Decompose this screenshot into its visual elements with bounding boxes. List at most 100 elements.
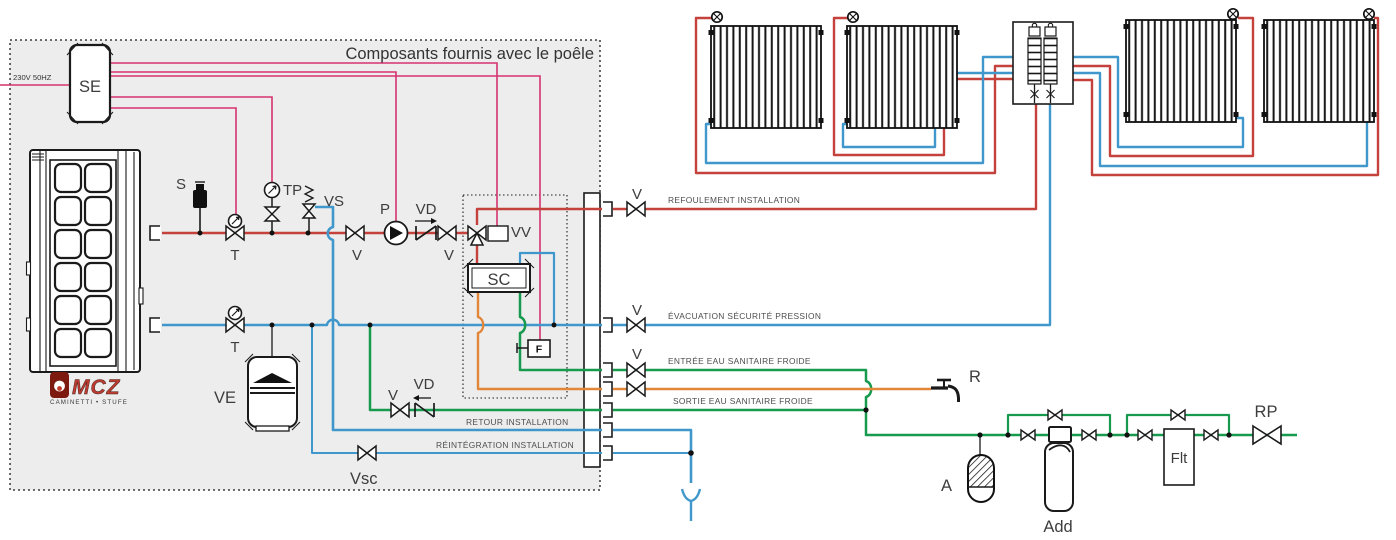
pipe-label-reintegration: RÉINTÉGRATION INSTALLATION <box>436 440 574 450</box>
pipe-sortie-sanitaire <box>368 327 866 412</box>
radiator-4 <box>1260 19 1378 123</box>
additive-dispenser-icon <box>1044 426 1074 512</box>
label-vv: VV <box>511 224 531 241</box>
wire-to-t-gauge <box>110 107 237 216</box>
return-line-components <box>225 305 377 462</box>
pipe-entree-sanitaire <box>518 292 1297 437</box>
label-sc: SC <box>488 271 511 289</box>
power-label: 230V 50HZ <box>13 73 52 82</box>
manifold-bar-supply <box>1027 37 1042 85</box>
supply-thermometer-icon <box>225 213 245 242</box>
bypass-valve-icon <box>1170 408 1186 422</box>
entree-valve-icon <box>626 361 646 379</box>
pressure-reducer-icon <box>1252 424 1282 446</box>
air-vent-icon <box>193 181 207 233</box>
pipe-rad1-supply <box>694 16 1013 175</box>
pipe-label-refoulement: REFOULEMENT INSTALLATION <box>668 195 800 205</box>
sanitary-line-components <box>390 395 435 419</box>
valve-icon <box>1203 428 1219 442</box>
shutoff-valve-icon <box>437 224 457 242</box>
label-v-supply-2: V <box>444 247 454 264</box>
radiator-1 <box>707 25 825 129</box>
radiator-1-valve-icon <box>710 10 724 24</box>
drain-funnel <box>680 488 702 521</box>
flow-switch <box>516 339 551 358</box>
shutoff-valve-icon <box>345 224 365 242</box>
dhw-valve-icon <box>626 380 646 398</box>
pipe-retour-drain <box>315 205 693 483</box>
label-flt: Flt <box>1171 450 1188 467</box>
stove-tile-grid <box>53 162 113 359</box>
label-v-evacuation: V <box>632 302 642 319</box>
vsc-valve-icon <box>357 444 377 462</box>
valve-icon <box>1081 428 1097 442</box>
plate-exchanger <box>463 258 535 298</box>
expansion-vessel-icon <box>244 325 301 432</box>
pipe-label-entree: ENTRÉE EAU SANITAIRE FROIDE <box>668 356 811 366</box>
evacuation-valve-icon <box>626 316 646 334</box>
return-thermometer-icon <box>225 305 245 334</box>
bypass-valve-icon <box>1047 408 1063 422</box>
junction-dots <box>197 230 1232 456</box>
label-s: S <box>176 176 186 193</box>
se-control-unit: SE <box>66 42 114 125</box>
mcz-tagline: CAMINETTI • STUFE <box>50 399 128 406</box>
valve-icon <box>1020 428 1036 442</box>
pipe-rad4-supply <box>1073 16 1380 177</box>
stub-brackets <box>149 201 613 461</box>
sc-kit-dotted-box <box>462 194 568 399</box>
pump-icon <box>383 220 409 246</box>
se-label: SE <box>79 78 101 96</box>
label-vs: VS <box>324 193 344 210</box>
radiator-2-valve-icon <box>846 10 860 24</box>
label-add: Add <box>1043 518 1072 536</box>
three-way-valve-icon <box>467 224 509 246</box>
label-a: A <box>941 477 952 495</box>
labels: Composants fournis avec le poêle 230V 50… <box>13 45 1277 536</box>
check-valve-icon <box>415 218 437 241</box>
wall-connection-strip <box>583 192 601 468</box>
label-v-entree: V <box>632 346 642 363</box>
piping <box>162 16 1380 521</box>
pipe-rad3-return <box>1073 55 1245 149</box>
label-p: P <box>380 201 390 218</box>
refoulement-valve-icon <box>626 200 646 218</box>
mcz-wordmark: MCZ <box>72 376 121 399</box>
pipe-label-sortie: SORTIE EAU SANITAIRE FROIDE <box>673 396 813 406</box>
mains-water-assembly <box>967 408 1282 512</box>
pipe-label-retour: RETOUR INSTALLATION <box>466 417 569 427</box>
label-t-supply: T <box>230 247 239 264</box>
panel-title: Composants fournis avec le poêle <box>345 45 594 63</box>
label-vsc: Vsc <box>350 470 378 488</box>
radiator-4-valve-icon <box>1362 7 1376 21</box>
label-tp: TP <box>283 182 302 199</box>
tap-icon <box>931 378 960 402</box>
label-v-supply-1: V <box>352 247 362 264</box>
label-ve: VE <box>214 389 236 407</box>
wire-to-vv-motor <box>110 62 498 226</box>
pipe-dhw-to-tap <box>476 292 931 391</box>
manifold-bar-return <box>1043 37 1058 85</box>
pipe-rad4-return <box>1073 71 1369 168</box>
label-f: F <box>536 344 543 356</box>
radiator-3-valve-icon <box>1226 7 1240 21</box>
wire-to-pump <box>110 71 397 221</box>
valve-icon <box>1137 428 1153 442</box>
label-v-sanitary: V <box>388 387 398 404</box>
label-v-refoulement: V <box>632 186 642 203</box>
pipe-rad1-return <box>704 55 1013 165</box>
wall-connections <box>149 200 646 461</box>
pipe-sc-secondary-return <box>518 251 556 325</box>
label-vd-supply: VD <box>416 201 437 218</box>
wire-to-tp-gauge <box>110 96 273 183</box>
pipe-refoulement <box>475 100 1038 225</box>
label-t-return: T <box>230 339 239 356</box>
check-valve-icon <box>413 395 435 418</box>
filter-icon <box>1163 428 1195 486</box>
pipe-label-evacuation: ÉVACUATION SÉCURITÉ PRESSION <box>668 311 821 321</box>
label-rp: RP <box>1255 403 1278 421</box>
shutoff-valve-icon <box>390 401 410 419</box>
arrester-icon <box>967 435 995 503</box>
